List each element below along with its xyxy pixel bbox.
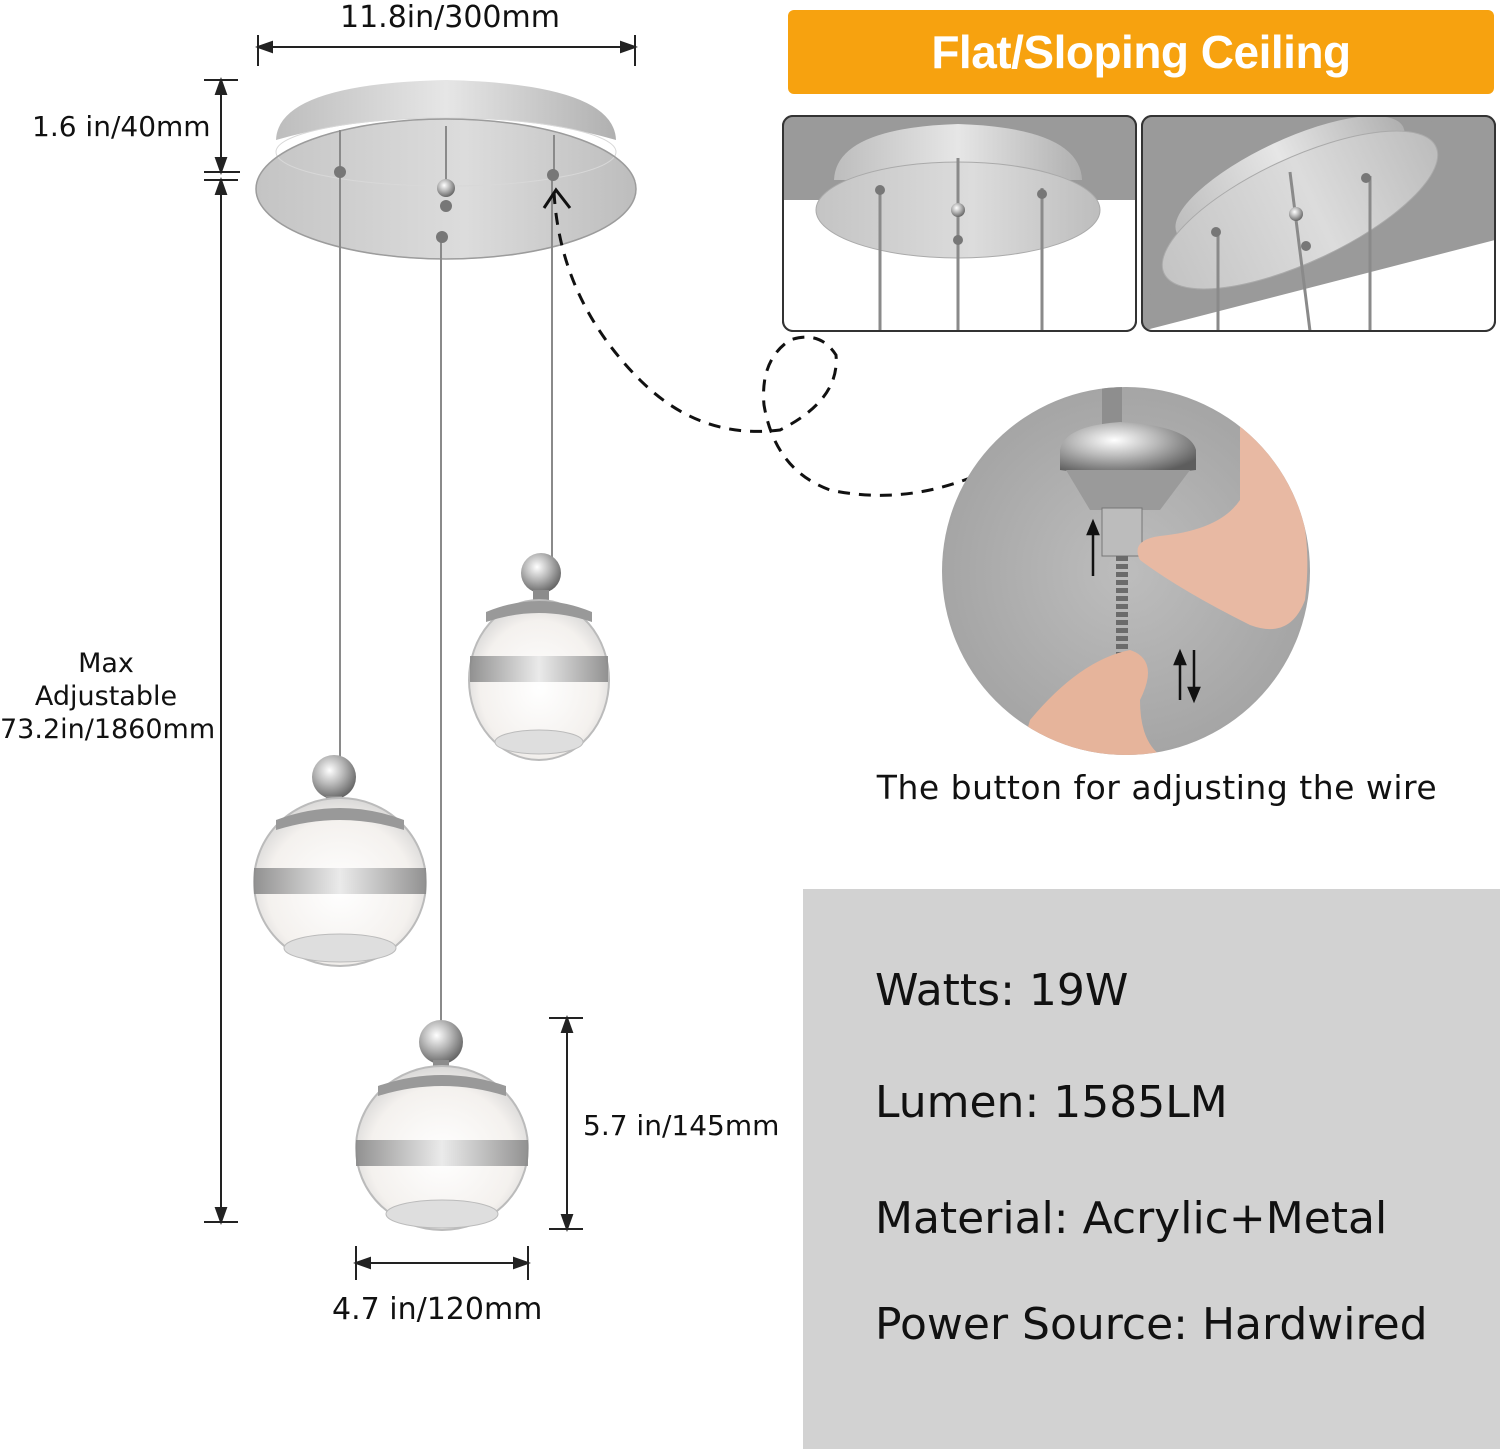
width-dimension-label: 11.8in/300mm: [340, 0, 560, 35]
spec-power-value: Hardwired: [1201, 1299, 1428, 1350]
spec-lumen-label: Lumen:: [875, 1077, 1040, 1128]
spec-lumen-value: 1585LM: [1053, 1077, 1228, 1128]
cable-grippers: [334, 166, 559, 243]
width-dimension: [255, 35, 638, 66]
spec-material: Material: Acrylic+Metal: [875, 1193, 1387, 1244]
shade-width-dimension: [353, 1246, 531, 1280]
pendant-shade-left: [253, 755, 427, 967]
spec-material-value: Acrylic+Metal: [1082, 1193, 1388, 1244]
shade-height-dimension: [549, 1015, 583, 1232]
hand-bottom-icon: [1020, 650, 1160, 755]
canopy-height-label: 1.6 in/40mm: [32, 110, 211, 143]
max-length-label-line1: Max: [78, 648, 134, 679]
spec-lumen: Lumen: 1585LM: [875, 1077, 1228, 1128]
suspension-cables: [339, 126, 555, 1022]
pendant-shade-bottom: [355, 1020, 529, 1231]
spec-watts-label: Watts:: [875, 965, 1015, 1016]
wire-adjust-caption: The button for adjusting the wire: [876, 768, 1438, 807]
hand-top-icon: [1137, 410, 1308, 630]
wire-adjust-detail: [942, 387, 1310, 755]
spec-power-source: Power Source: Hardwired: [875, 1299, 1428, 1350]
max-length-label: Max Adjustable 73.2in/1860mm: [0, 647, 216, 746]
banner-label: Flat/Sloping Ceiling: [931, 26, 1351, 78]
max-length-label-line3: 73.2in/1860mm: [0, 714, 216, 745]
max-length-label-line2: Adjustable: [34, 681, 178, 712]
canopy-height-dimension: [204, 77, 240, 175]
callout-dashed-curve: [552, 191, 971, 497]
shade-height-label: 5.7 in/145mm: [583, 1109, 780, 1142]
spec-material-label: Material:: [875, 1193, 1069, 1244]
max-length-dimension: [204, 177, 238, 1225]
specs-panel: Watts: 19W Lumen: 1585LM Material: Acryl…: [803, 889, 1500, 1449]
spec-watts-value: 19W: [1028, 965, 1129, 1016]
spec-power-label: Power Source:: [875, 1299, 1188, 1350]
spec-watts: Watts: 19W: [875, 965, 1128, 1016]
pendant-shade-right: [468, 553, 610, 761]
flat-ceiling-view: [782, 115, 1137, 332]
shade-width-label: 4.7 in/120mm: [332, 1292, 543, 1327]
callout-arrowhead: [542, 187, 572, 209]
sloping-ceiling-view: [1141, 115, 1496, 332]
ceiling-type-banner: Flat/Sloping Ceiling: [788, 10, 1494, 94]
